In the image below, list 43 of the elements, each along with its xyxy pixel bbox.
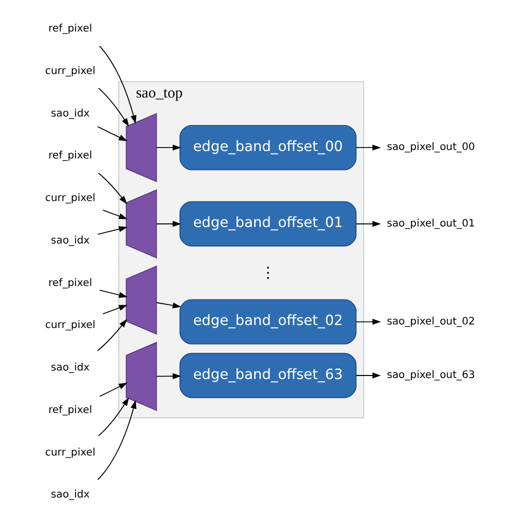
node-text: sao_idx xyxy=(50,107,90,120)
arrow xyxy=(97,318,128,352)
node-text: ref_pixel xyxy=(48,404,92,416)
arrow xyxy=(356,220,381,227)
node-text: sao_idx xyxy=(50,234,90,246)
arrow xyxy=(356,144,381,151)
node-text: ref_pixel xyxy=(48,150,92,162)
arrow xyxy=(156,302,182,308)
arrow xyxy=(97,126,128,142)
arrow xyxy=(99,290,128,298)
arrow xyxy=(98,88,129,127)
node-text: curr_pixel xyxy=(45,446,96,458)
node-text: sao_pixel_out_00 xyxy=(386,141,475,154)
arrow xyxy=(102,210,128,220)
arrow xyxy=(156,144,182,151)
node-text: sao_pixel_out_01 xyxy=(386,218,475,230)
node-text: sao_idx xyxy=(50,488,90,501)
node-text: curr_pixel xyxy=(45,319,96,332)
arrow xyxy=(156,220,182,227)
arrow xyxy=(156,373,182,380)
arrow xyxy=(97,400,136,480)
node-text: sao_idx xyxy=(50,362,90,374)
node-trapezoid xyxy=(126,189,157,258)
node-text: sao_pixel_out_63 xyxy=(386,369,475,382)
arrow xyxy=(356,372,381,378)
node-box: edge_band_offset_01 xyxy=(180,201,357,246)
arrow xyxy=(102,304,128,314)
node-text: ref_pixel xyxy=(48,22,92,35)
node-box: edge_band_offset_02 xyxy=(180,299,357,344)
node-trapezoid xyxy=(126,266,157,335)
node-text: sao_pixel_out_02 xyxy=(386,315,475,328)
node-box: edge_band_offset_00 xyxy=(180,125,357,170)
label: ⋮ xyxy=(260,263,276,282)
arrow xyxy=(356,318,381,325)
node-box: edge_band_offset_63 xyxy=(180,352,357,398)
node-text: curr_pixel xyxy=(45,192,96,204)
arrow xyxy=(99,382,128,397)
arrow xyxy=(98,172,127,204)
arrow xyxy=(97,226,128,235)
arrow xyxy=(98,397,129,436)
node-text: curr_pixel xyxy=(45,64,96,77)
arrow xyxy=(99,46,136,124)
node-text: ref_pixel xyxy=(48,276,92,289)
